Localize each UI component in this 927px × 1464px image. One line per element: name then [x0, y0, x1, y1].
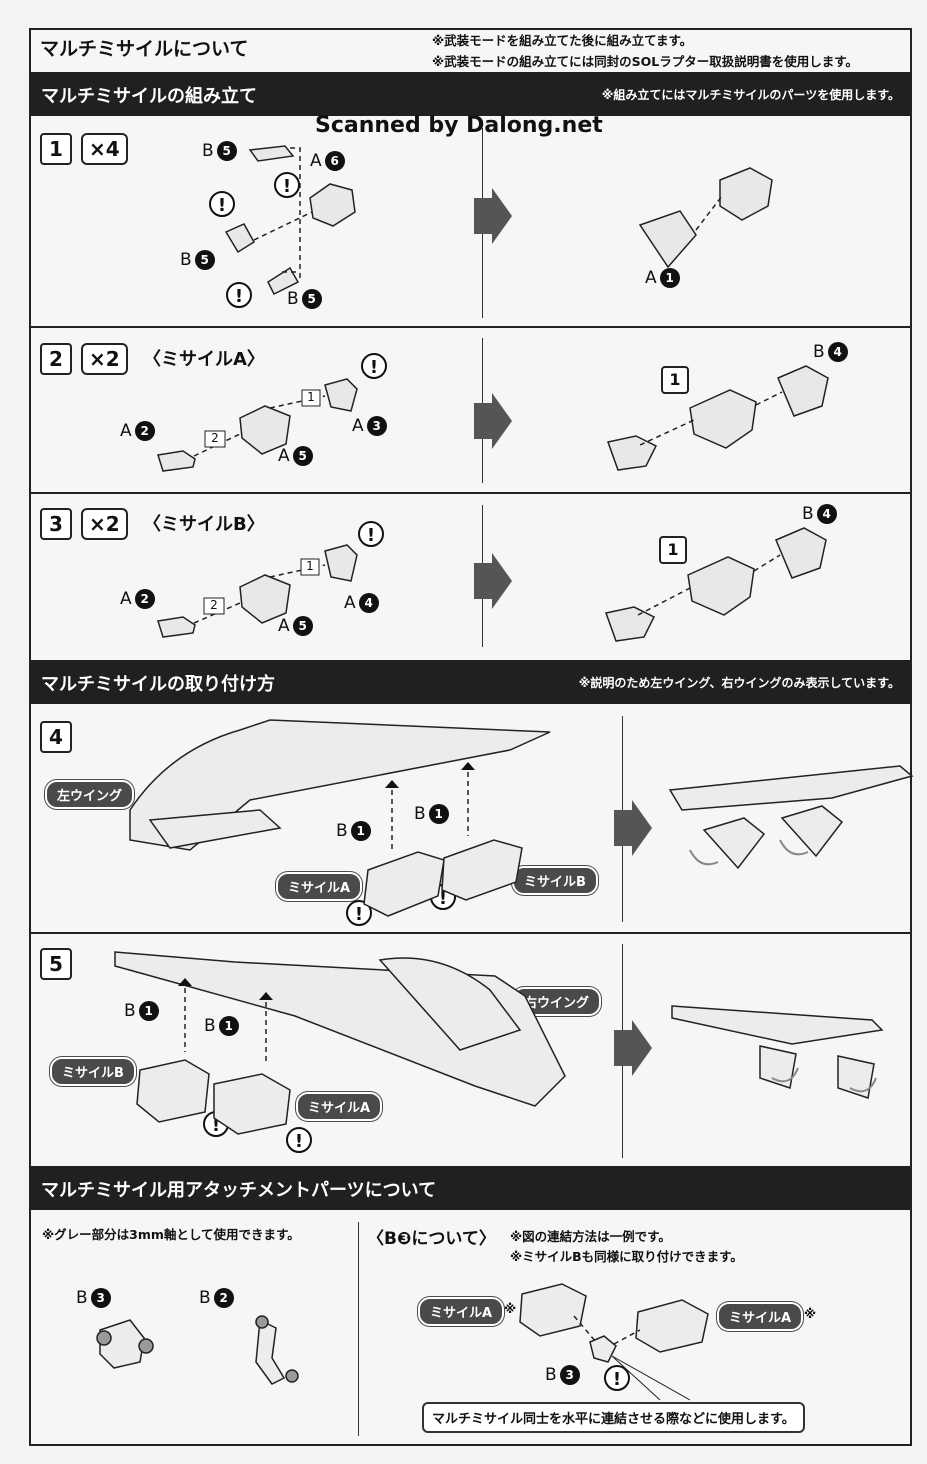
- step2-diagram: [157, 365, 829, 472]
- flow-arrow: [614, 800, 652, 856]
- caution-icon: !: [286, 1127, 312, 1153]
- watermark: Scanned by Dalong.net: [315, 113, 603, 138]
- ref-step-2: 2: [211, 431, 219, 445]
- section-note-assembly: ※組み立てにはマルチミサイルのパーツを使用します。: [601, 88, 900, 102]
- label-left-wing: 左ウイング: [45, 780, 135, 809]
- caution-icon: !: [226, 282, 252, 308]
- step-number-3: 3: [40, 508, 72, 540]
- page-title: マルチミサイルについて: [40, 38, 249, 60]
- header-note-2: ※武装モードの組み立てには同封のSOLラプター取扱説明書を使用します。: [432, 54, 858, 69]
- step3-diagram: [157, 527, 827, 642]
- step-qty-2: ×2: [81, 343, 128, 375]
- caution-icon: !: [604, 1365, 630, 1391]
- section-title-assembly: マルチミサイルの組み立て: [41, 86, 257, 107]
- asterisk-mark: ※: [504, 1301, 517, 1316]
- step-separator: [31, 932, 910, 934]
- asterisk-mark: ※: [804, 1306, 817, 1321]
- step-label-2: 〈ミサイルA〉: [143, 349, 265, 370]
- step-number-5: 5: [40, 948, 72, 980]
- label-missile-a: ミサイルA: [276, 872, 363, 901]
- step-separator: [31, 326, 910, 328]
- step-separator: [31, 492, 910, 494]
- header-note-1: ※武装モードを組み立てた後に組み立てます。: [432, 33, 693, 48]
- ref-step-1: 1: [659, 536, 687, 564]
- section-title-attachment: マルチミサイル用アタッチメントパーツについて: [41, 1180, 437, 1201]
- ref-step-2: 2: [210, 598, 218, 612]
- section-bar-assembly: マルチミサイルの組み立て ※組み立てにはマルチミサイルのパーツを使用します。: [31, 72, 910, 116]
- section-note-mounting: ※説明のため左ウイング、右ウイングのみ表示しています。: [578, 676, 900, 690]
- section-title-mounting: マルチミサイルの取り付け方: [41, 674, 275, 695]
- section-bar-attachment: マルチミサイル用アタッチメントパーツについて: [31, 1166, 910, 1210]
- label-missile-b: ミサイルB: [512, 866, 598, 895]
- caution-icon: !: [361, 353, 387, 379]
- caution-icon: !: [358, 521, 384, 547]
- ref-step-1-small: 1: [307, 390, 315, 404]
- flow-arrow: [474, 188, 512, 244]
- b3-connection-diagram: [519, 1283, 709, 1401]
- step5-diagram: [114, 951, 884, 1135]
- flow-arrow: [474, 553, 512, 609]
- step-qty-3: ×2: [81, 508, 128, 540]
- ref-step-1-small: 1: [306, 559, 314, 573]
- label-missile-a: ミサイルA: [296, 1092, 383, 1121]
- label-missile-a: ミサイルA: [418, 1297, 505, 1326]
- attachment-parts-diagram: [96, 1315, 299, 1385]
- label-missile-a: ミサイルA: [717, 1302, 804, 1331]
- b3-heading: 〈B❸について〉: [367, 1229, 496, 1249]
- step-number-1: 1: [40, 133, 72, 165]
- section-bar-mounting: マルチミサイルの取り付け方 ※説明のため左ウイング、右ウイングのみ表示しています…: [31, 660, 910, 704]
- flow-arrow: [474, 393, 512, 449]
- step-number-4: 4: [40, 721, 72, 753]
- flow-arrow: [614, 1020, 652, 1076]
- ref-step-1: 1: [661, 366, 689, 394]
- step-number-2: 2: [40, 343, 72, 375]
- caution-icon: !: [274, 172, 300, 198]
- caution-icon: !: [209, 191, 235, 217]
- label-missile-b: ミサイルB: [50, 1057, 136, 1086]
- b3-note-2: ※ミサイルBも同様に取り付けできます。: [510, 1249, 743, 1264]
- attachment-divider: [358, 1222, 359, 1436]
- step-label-3: 〈ミサイルB〉: [143, 514, 265, 535]
- b3-callout: マルチミサイル同士を水平に連結させる際などに使用します。: [422, 1402, 805, 1433]
- step-qty-1: ×4: [81, 133, 128, 165]
- step1-diagram: [224, 145, 773, 296]
- step4-diagram: [129, 719, 914, 917]
- attachment-left-note: ※グレー部分は3mm軸として使用できます。: [42, 1227, 300, 1242]
- b3-note-1: ※図の連結方法は一例です。: [510, 1229, 671, 1244]
